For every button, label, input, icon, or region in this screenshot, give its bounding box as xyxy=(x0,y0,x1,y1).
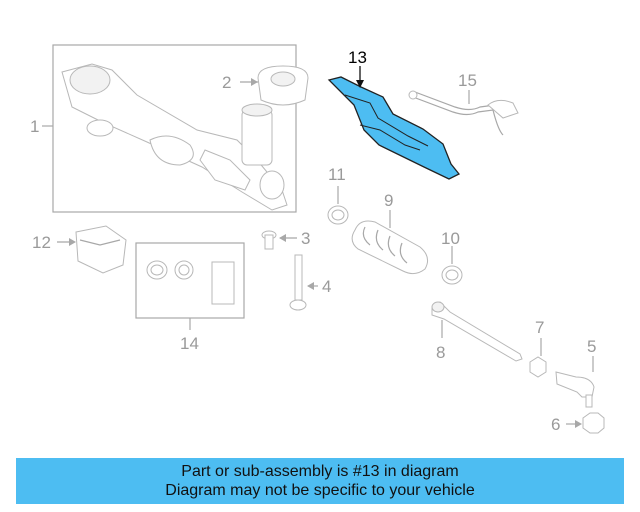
callout-9: 9 xyxy=(384,191,393,210)
callout-12: 12 xyxy=(32,233,51,252)
callout-1: 1 xyxy=(30,117,39,136)
part-6-nut[interactable] xyxy=(582,412,605,434)
callout-13: 13 xyxy=(348,48,367,67)
callout-11: 11 xyxy=(328,165,346,184)
callout-15: 15 xyxy=(458,71,477,90)
part-12-bracket[interactable] xyxy=(75,225,127,274)
banner-line-1: Part or sub-assembly is #13 in diagram xyxy=(181,463,459,480)
part-8-tie-rod[interactable] xyxy=(431,301,523,362)
part-5-tie-rod-end[interactable] xyxy=(555,371,595,408)
callout-3: 3 xyxy=(301,229,310,248)
part-9-boot[interactable] xyxy=(351,220,429,275)
part-3-bolt[interactable] xyxy=(261,230,277,250)
callout-4: 4 xyxy=(322,277,331,296)
part-14-kit[interactable] xyxy=(135,242,245,319)
callout-14: 14 xyxy=(180,334,199,353)
part-7-nut[interactable] xyxy=(529,356,547,378)
part-15-hose[interactable] xyxy=(408,90,519,136)
part-2-mount-bushing[interactable] xyxy=(257,65,309,106)
callout-8: 8 xyxy=(436,343,445,362)
callout-10: 10 xyxy=(441,229,460,248)
banner-line-2: Diagram may not be specific to your vehi… xyxy=(165,482,475,499)
callout-2: 2 xyxy=(222,73,231,92)
info-banner: Part or sub-assembly is #13 in diagram D… xyxy=(16,458,624,504)
part-11-clamp[interactable] xyxy=(327,205,349,225)
callout-6: 6 xyxy=(551,415,560,434)
part-13-heat-shield[interactable] xyxy=(327,76,461,180)
part-4-bolt[interactable] xyxy=(289,254,307,311)
part-10-clamp[interactable] xyxy=(441,265,463,285)
part-1-steering-rack[interactable] xyxy=(52,44,297,213)
callout-7: 7 xyxy=(535,318,544,337)
parts-diagram: 1 2 13 15 11 9 10 xyxy=(30,44,605,434)
callout-5: 5 xyxy=(587,337,596,356)
